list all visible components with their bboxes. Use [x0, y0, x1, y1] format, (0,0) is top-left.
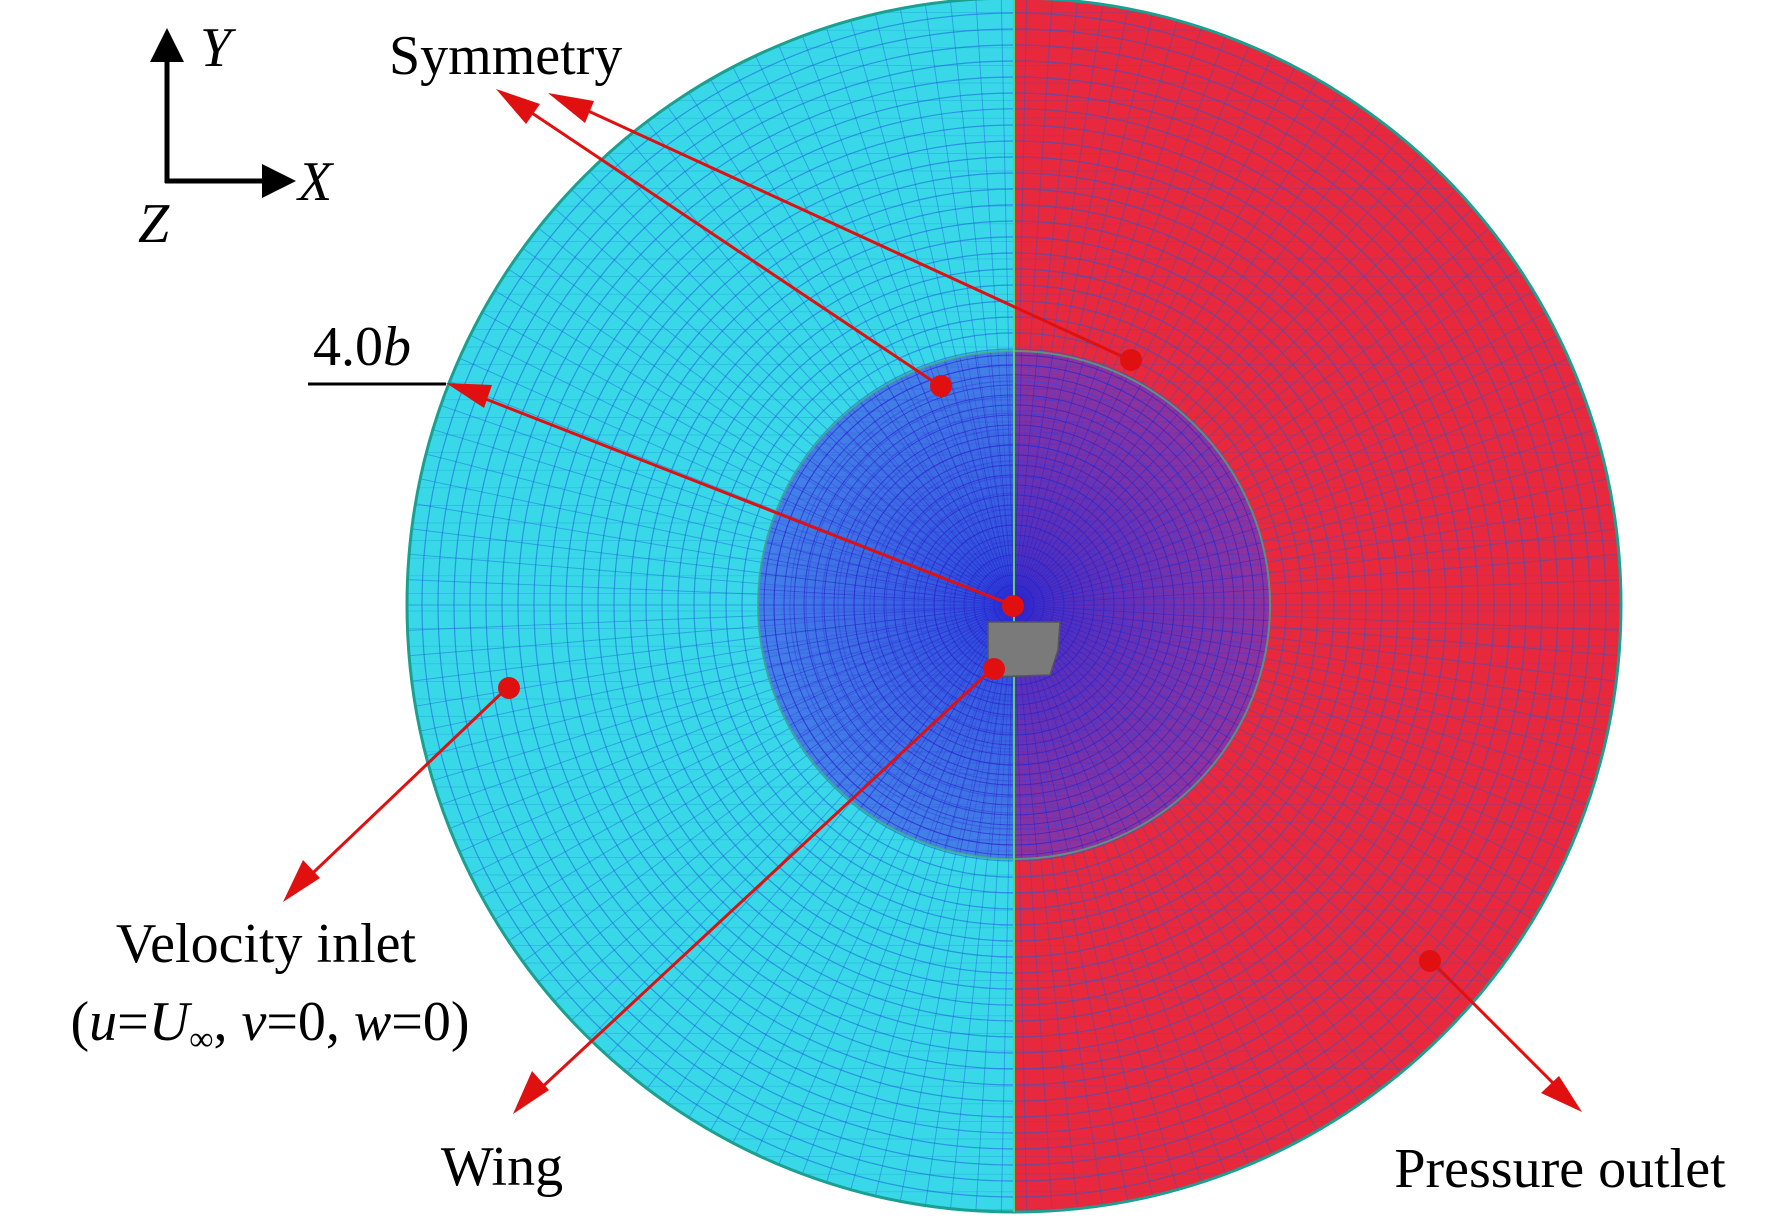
label-inlet-condition: (u=U∞, v=0, w=0) [71, 991, 470, 1058]
pointer-outlet-arrowhead [1541, 1076, 1582, 1112]
y-axis-label: Y [200, 17, 237, 79]
y-axis-arrowhead [150, 28, 184, 62]
label-dimension: 4.0b [313, 316, 411, 378]
label-symmetry: Symmetry [389, 25, 622, 87]
mesh-spokes [758, 351, 1270, 859]
boundary-markers [498, 349, 1441, 972]
marker-wing [983, 658, 1005, 680]
coordinate-axes [164, 52, 272, 184]
pointer-inlet-arrowhead [283, 860, 320, 902]
x-axis-label: X [296, 151, 335, 213]
pointer-inlet [293, 685, 510, 892]
x-axis-arrowhead [262, 164, 296, 198]
pointer-symmetry-right [558, 96, 1132, 362]
marker-dimension [1002, 595, 1024, 617]
label-dimension-value: 4.0 [313, 316, 383, 378]
label-dimension-symbol: b [383, 316, 411, 378]
pointer-symmetry-left [503, 93, 942, 388]
pointer-wing [523, 666, 995, 1105]
marker-symmetry-left [930, 375, 952, 397]
marker-symmetry-right [1120, 349, 1142, 371]
pointer-lines [283, 89, 1582, 1114]
label-wing: Wing [441, 1136, 563, 1198]
marker-inlet [498, 677, 520, 699]
pointer-symmetry-right-arrowhead [548, 93, 594, 123]
pointer-dimension-arrowhead [446, 383, 492, 408]
mesh-rings [763, 354, 1265, 856]
mesh-spokes [407, 0, 1621, 1212]
pointer-dimension [453, 385, 1014, 607]
z-axis-label: Z [138, 193, 170, 255]
pointer-outlet [1428, 958, 1572, 1102]
pointer-symmetry-left-arrowhead [496, 89, 540, 124]
label-pressure-outlet: Pressure outlet [1394, 1138, 1726, 1200]
label-velocity-inlet: Velocity inlet [116, 913, 417, 975]
pointer-wing-arrowhead [513, 1071, 549, 1114]
marker-outlet [1419, 950, 1441, 972]
